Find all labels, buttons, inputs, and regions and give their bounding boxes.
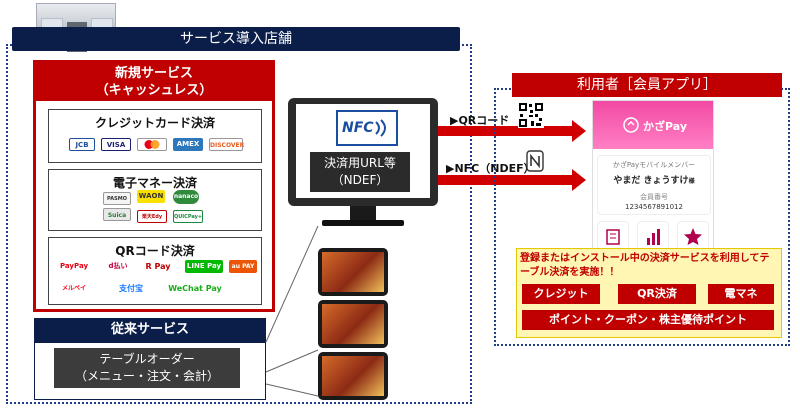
qr-payment-button[interactable]: QR決済: [618, 284, 696, 304]
nfc-mark-icon: [526, 150, 544, 172]
app-header: かざPay: [593, 101, 713, 149]
nfc-logo: NFC: [336, 110, 398, 146]
store-banner: サービス導入店舗: [12, 27, 460, 51]
credit-card-title: クレジットカード決済: [94, 116, 215, 130]
mastercard-logo: [137, 138, 167, 151]
member-card: かざPayモバイルメンバー やまだ きょうすけ様 会員番号 1234567891…: [597, 155, 711, 215]
chart-icon: [647, 229, 660, 245]
credit-card-box: クレジットカード決済 JCB VISA AMEX DISCOVER: [48, 109, 262, 163]
monitor-base: [322, 220, 404, 226]
old-service-header: 従来サービス: [34, 318, 266, 342]
emoney-box: 電子マネー決済 PASMO WAON nanaco Suica iD 楽天Edy…: [48, 169, 262, 231]
rpay-logo: R Pay: [145, 262, 171, 271]
quicpay-logo: QUICPay+: [173, 210, 203, 223]
nfc-arrow-label: ▶NFC（NDEF）: [446, 162, 535, 175]
tablet-2: [318, 300, 388, 348]
tablet-1: [318, 248, 388, 296]
merpay-logo: メルペイ: [61, 285, 86, 292]
jcb-logo: JCB: [69, 138, 95, 151]
emoney-title: 電子マネー決済: [112, 176, 197, 190]
pasmo-logo: PASMO: [103, 192, 131, 205]
credit-button[interactable]: クレジット: [522, 284, 600, 304]
monitor-stand: [350, 206, 376, 220]
discover-logo: DISCOVER: [209, 138, 244, 151]
app-logo-icon: [623, 117, 639, 133]
nanaco-logo: nanaco: [173, 190, 199, 204]
table-order-title: テーブルオーダー: [99, 352, 195, 366]
alipay-logo: 支付宝: [119, 284, 143, 293]
info-text: 登録またはインストール中の決済サービスを利用してテーブル決済を実施！！: [520, 253, 770, 278]
app-name: かざPay: [643, 120, 688, 133]
qr-box: QRコード決済 PayPay d払い R Pay LINE Pay au PAY…: [48, 237, 262, 305]
new-service-header: 新規サービス （キャッシュレス）: [36, 63, 272, 101]
visa-logo: VISA: [101, 138, 131, 151]
user-banner: 利用者［会員アプリ］: [512, 73, 782, 97]
table-order-box: テーブルオーダー （メニュー・注文・会計）: [54, 348, 240, 388]
star-icon: [684, 228, 702, 245]
edy-logo: 楽天Edy: [137, 210, 167, 223]
app-screen: かざPay かざPayモバイルメンバー やまだ きょうすけ様 会員番号 1234…: [592, 100, 714, 260]
paypay-logo: PayPay: [59, 262, 89, 270]
linepay-logo: LINE Pay: [185, 260, 223, 273]
amex-logo: AMEX: [173, 138, 203, 151]
table-order-subtitle: （メニュー・注文・会計）: [74, 369, 219, 383]
suica-logo: Suica: [103, 208, 131, 221]
member-label: かざPayモバイルメンバー: [612, 161, 696, 169]
emoney-button[interactable]: 電マネ: [708, 284, 774, 304]
member-number: 1234567891012: [625, 203, 683, 211]
qr-code-icon: [518, 102, 544, 128]
payment-url-subtitle: （NDEF）: [331, 173, 389, 187]
tablet-3: [318, 352, 388, 400]
dbarai-logo: d払い: [108, 262, 128, 270]
member-number-label: 会員番号: [640, 193, 668, 201]
payment-url-label: 決済用URL等 （NDEF）: [310, 152, 410, 192]
waon-logo: WAON: [137, 190, 165, 203]
qr-title: QRコード決済: [115, 244, 195, 258]
aupay-logo: au PAY: [229, 260, 257, 273]
new-service-title: 新規サービス: [114, 66, 193, 81]
receipt-icon: [606, 229, 620, 245]
member-suffix: 様: [688, 178, 695, 185]
wechatpay-logo: WeChat Pay: [168, 284, 222, 293]
new-service-box: クレジットカード決済 JCB VISA AMEX DISCOVER 電子マネー決…: [33, 60, 275, 312]
nfc-wave-icon: [375, 119, 386, 137]
payment-url-title: 決済用URL等: [324, 156, 396, 170]
point-coupon-button[interactable]: ポイント・クーポン・株主優待ポイント: [522, 310, 774, 330]
member-name: やまだ きょうすけ: [613, 176, 689, 186]
new-service-subtitle: （キャッシュレス）: [95, 83, 213, 98]
